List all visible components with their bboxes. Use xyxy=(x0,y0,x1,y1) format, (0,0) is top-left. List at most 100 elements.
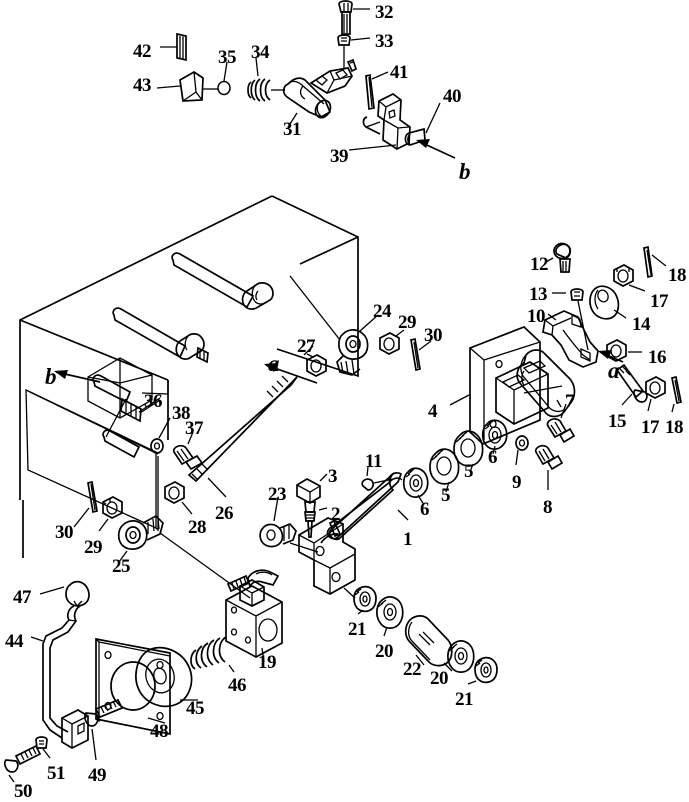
callout-3: 3 xyxy=(328,466,338,487)
part-48-plate xyxy=(95,637,171,736)
part-3-fitting xyxy=(296,473,328,513)
callout-29-lower: 29 xyxy=(84,537,103,558)
section-arrow-b-top xyxy=(416,139,456,159)
callout-5-lower: 5 xyxy=(441,485,451,506)
part-31-clamp xyxy=(309,58,358,94)
callout-13: 13 xyxy=(529,284,548,305)
callout-14: 14 xyxy=(632,314,651,335)
callout-35: 35 xyxy=(218,47,237,68)
part-6-bushing-a xyxy=(402,467,429,506)
callout-42: 42 xyxy=(133,41,152,62)
part-15-bolt xyxy=(615,363,648,406)
callout-6-upper: 6 xyxy=(488,447,498,468)
part-13-washer xyxy=(552,288,589,351)
part-35-ring xyxy=(203,61,231,96)
part-40-pin xyxy=(404,102,441,146)
part-24-rod-end xyxy=(289,275,379,376)
callout-9: 9 xyxy=(512,472,522,493)
section-label-a-left: a xyxy=(268,351,280,376)
part-9-washer xyxy=(515,435,529,466)
part-39-bracket xyxy=(348,93,411,151)
part-5-bushing-a xyxy=(429,448,460,493)
callout-34: 34 xyxy=(251,42,270,63)
callout-21-upper: 21 xyxy=(348,619,367,640)
section-label-b-left: b xyxy=(45,364,57,389)
callout-43: 43 xyxy=(133,75,152,96)
callout-37: 37 xyxy=(185,418,204,439)
section-arrow-a-right xyxy=(598,350,624,363)
callout-27: 27 xyxy=(297,336,316,357)
section-label-b-top: b xyxy=(459,159,471,184)
part-42-pin xyxy=(160,32,187,62)
callout-18-top: 18 xyxy=(668,265,687,286)
callout-20-lower: 20 xyxy=(430,668,449,689)
callout-44: 44 xyxy=(5,631,24,652)
part-51-washer xyxy=(35,736,51,759)
housing-cylinder-upper xyxy=(171,252,274,310)
part-14-ball-joint xyxy=(589,285,627,320)
part-30-pin-right xyxy=(410,337,432,372)
callout-21-lower: 21 xyxy=(455,689,474,710)
part-41-pin xyxy=(365,71,389,111)
callout-17-bottom: 17 xyxy=(641,417,660,438)
callout-30-upper: 30 xyxy=(424,325,443,346)
callout-12: 12 xyxy=(530,254,549,275)
callout-39: 39 xyxy=(330,146,349,167)
callout-48: 48 xyxy=(150,721,169,742)
section-label-a-right: a xyxy=(608,358,620,383)
part-1-bracket xyxy=(298,517,356,599)
callout-17-top: 17 xyxy=(650,291,669,312)
part-43-wedge xyxy=(156,71,204,102)
part-23-joint xyxy=(259,496,319,553)
callout-32: 32 xyxy=(375,2,394,23)
callout-22: 22 xyxy=(403,659,422,680)
part-7-bolt xyxy=(546,403,576,444)
housing-cylinder-lower xyxy=(112,307,209,364)
part-47-knob xyxy=(39,580,90,608)
part-7-cylinder xyxy=(516,349,576,418)
part-44-end-bracket xyxy=(61,709,89,749)
callout-20-upper: 20 xyxy=(375,641,394,662)
part-4-housing-block xyxy=(495,360,549,425)
callout-7: 7 xyxy=(565,391,575,412)
part-4-plate xyxy=(449,326,541,445)
callout-40: 40 xyxy=(443,86,462,107)
part-26-rod xyxy=(187,375,298,498)
part-19-valve-block xyxy=(225,569,283,663)
part-49-bolt xyxy=(83,698,124,761)
part-33-washer xyxy=(337,34,371,68)
part-10-arm xyxy=(542,310,599,368)
callout-47: 47 xyxy=(13,587,32,608)
section-arrow-a-left xyxy=(264,363,318,384)
part-29-nut-right xyxy=(379,329,405,355)
part-36-shaft xyxy=(92,374,161,459)
part-21-bushing-a xyxy=(353,585,377,615)
callout-18-bottom: 18 xyxy=(665,417,684,438)
callout-29-upper: 29 xyxy=(398,312,417,333)
callout-5-upper: 5 xyxy=(464,461,474,482)
machine-housing xyxy=(19,195,359,558)
part-18-pin-bottom xyxy=(671,375,682,413)
callout-31: 31 xyxy=(283,119,302,140)
part-29-nut-left xyxy=(98,496,123,532)
callout-51: 51 xyxy=(47,763,66,784)
callout-24: 24 xyxy=(373,301,392,322)
callout-16: 16 xyxy=(648,347,667,368)
callout-15: 15 xyxy=(608,411,627,432)
part-20-bushing-b xyxy=(443,640,475,673)
housing-detail-lines xyxy=(87,357,169,419)
part-44-rod xyxy=(30,605,81,739)
callout-26: 26 xyxy=(215,503,234,524)
callout-1: 1 xyxy=(403,529,413,550)
callout-30-lower: 30 xyxy=(55,522,74,543)
part-38-washer xyxy=(150,417,171,454)
callout-41: 41 xyxy=(390,62,409,83)
part-18-pin-top xyxy=(643,245,667,279)
part-2-nipple xyxy=(304,507,328,538)
callout-33: 33 xyxy=(375,31,394,52)
callout-49: 49 xyxy=(88,765,107,786)
callout-25: 25 xyxy=(112,556,131,577)
part-30-pin-left xyxy=(73,480,98,528)
callout-10: 10 xyxy=(527,306,546,327)
callout-45: 45 xyxy=(186,698,205,719)
